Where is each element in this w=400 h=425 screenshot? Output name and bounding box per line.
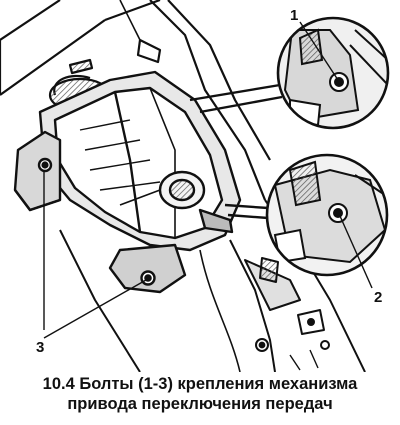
detail-connector-lines xyxy=(189,83,283,220)
detail-view-bolt-2 xyxy=(265,153,389,277)
gearshift-mechanism-illustration: 1 2 3 xyxy=(0,0,390,372)
gearshift-bracket xyxy=(13,70,242,294)
lower-mounting-plate xyxy=(59,199,366,372)
callout-leader-lines xyxy=(43,21,373,339)
callout-1-label: 1 xyxy=(290,7,298,24)
callout-3-label: 3 xyxy=(36,339,44,356)
detail-view-bolt-1 xyxy=(276,16,390,130)
figure-caption: 10.4 Болты (1-3) крепления механизма при… xyxy=(0,374,400,414)
callout-2-label: 2 xyxy=(374,289,382,306)
caption-line-1: 10.4 Болты (1-3) крепления механизма xyxy=(42,375,358,393)
caption-line-2: привода переключения передач xyxy=(67,395,333,413)
